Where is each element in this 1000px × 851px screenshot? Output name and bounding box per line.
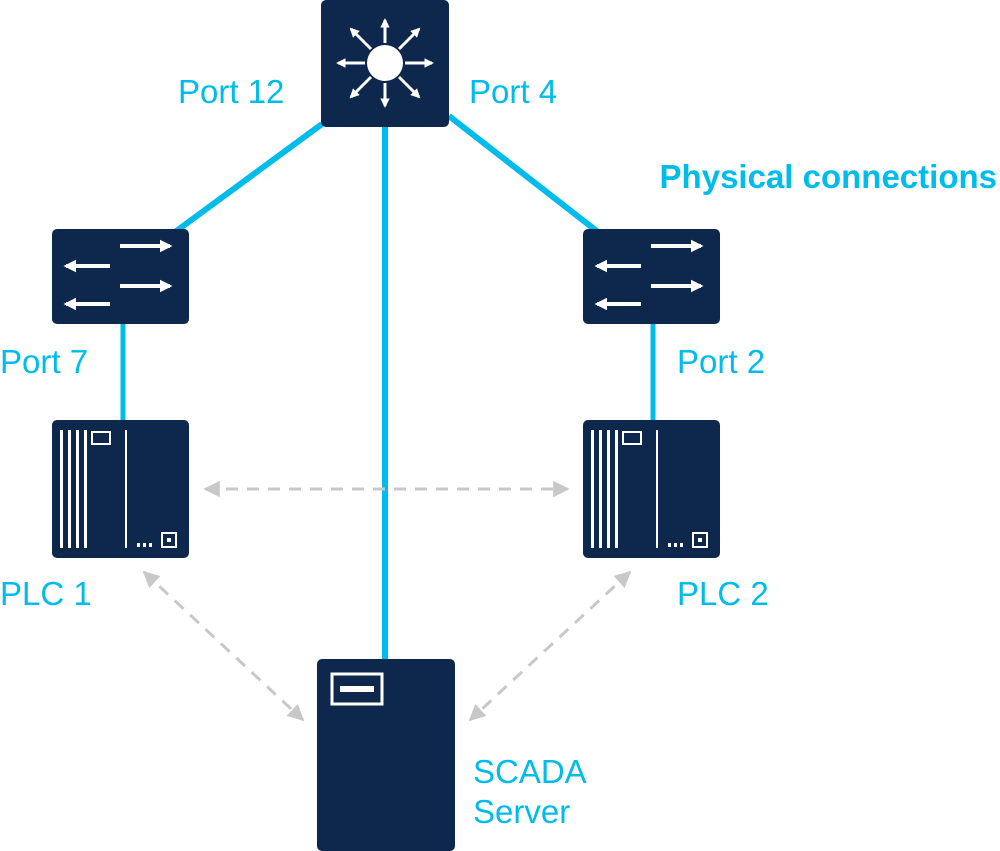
- plc2-scada-dashed-arrow: [468, 570, 632, 722]
- plc1-scada-dashed-arrow: [142, 570, 305, 722]
- plc-icon: [591, 430, 708, 548]
- link-core-to-left-switch: [173, 121, 324, 235]
- link-core-to-right-switch: [447, 113, 600, 235]
- server-icon: [330, 672, 384, 706]
- access-switch-icon: [594, 239, 704, 311]
- access-switch-icon: [63, 239, 173, 311]
- core-switch: [321, 0, 449, 127]
- scada-server: [317, 659, 455, 851]
- scada-label-line1: SCADA: [473, 753, 587, 790]
- plc-icon: [60, 430, 177, 548]
- port-12-label: Port 12: [178, 73, 284, 110]
- port-4-label: Port 4: [469, 73, 557, 110]
- plc2-device: [583, 420, 720, 558]
- physical-links: [120, 113, 656, 662]
- port-7-label: Port 7: [0, 343, 88, 380]
- plc1-label: PLC 1: [0, 575, 92, 612]
- labels: Port 12 Port 4 Physical connections Port…: [0, 73, 997, 830]
- scada-label-line2: Server: [473, 793, 570, 830]
- legend-physical-connections: Physical connections: [660, 158, 997, 195]
- left-switch: [52, 229, 189, 324]
- plc1-device: [52, 420, 189, 558]
- port-2-label: Port 2: [677, 343, 765, 380]
- plc2-label: PLC 2: [677, 575, 769, 612]
- right-switch: [583, 229, 720, 324]
- layer3-switch-icon: [336, 18, 434, 108]
- logical-links: [142, 480, 632, 722]
